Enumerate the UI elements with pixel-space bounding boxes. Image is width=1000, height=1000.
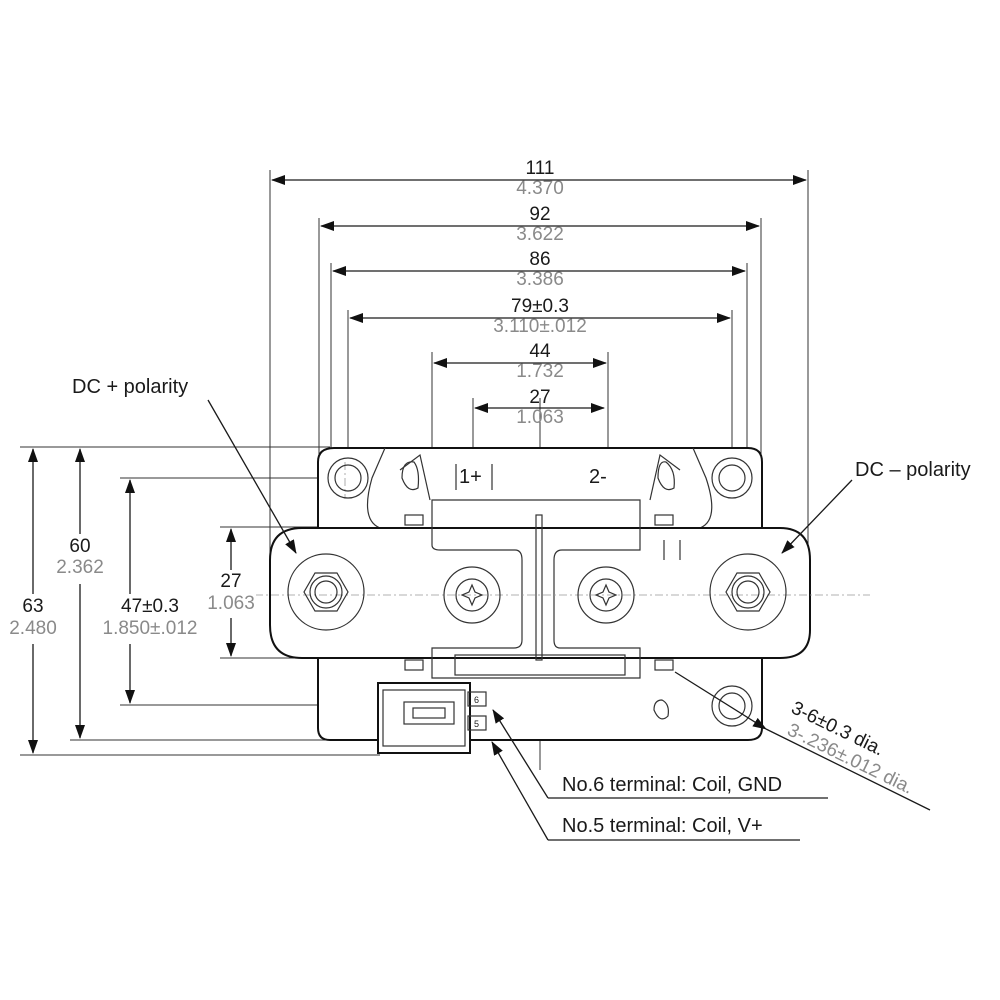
dim-47-mm: 47±0.3 [121, 596, 179, 617]
terminal-minus-marking: 2- [589, 466, 607, 488]
mount-hole-top-right [711, 457, 753, 499]
dc-minus-polarity-label: DC – polarity [855, 459, 971, 481]
horizontal-dimensions [271, 175, 807, 413]
coil-connector-slot [403, 701, 455, 725]
dim-63-mm: 63 [22, 596, 43, 617]
no5-terminal-label: No.5 terminal: Coil, V+ [562, 815, 763, 837]
pin-5-marking: 5 [474, 719, 479, 729]
terminal-stud-plus [287, 553, 365, 631]
dim-79-in: 3.110±.012 [493, 316, 587, 337]
callout-no5-terminal: No.5 terminal: Coil, V+ [491, 741, 800, 841]
callout-dc-plus: DC + polarity [72, 376, 297, 554]
torx-screw-right [577, 566, 635, 624]
torx-screw-left [443, 566, 501, 624]
callout-dc-minus: DC – polarity [781, 459, 971, 554]
callout-no6-terminal: No.6 terminal: Coil, GND [492, 709, 828, 799]
mount-hole-top-left [327, 457, 369, 499]
dim-60-in: 2.362 [56, 557, 104, 578]
dim-63-in: 2.480 [9, 618, 57, 639]
mount-hole-bottom-right [711, 685, 753, 727]
dim-86-in: 3.386 [516, 269, 564, 290]
pin-6-marking: 6 [474, 695, 479, 705]
dim-79-mm: 79±0.3 [511, 296, 569, 317]
horizontal-dimension-text: 111 4.370 92 3.622 86 3.386 79±0.3 3.110… [493, 158, 587, 428]
dim-27v-mm: 27 [220, 571, 241, 592]
dim-27v-in: 1.063 [207, 593, 255, 614]
dim-60-mm: 60 [69, 536, 90, 557]
vertical-dimension-text: 60 2.362 63 2.480 47±0.3 1.850±.012 27 1… [4, 534, 256, 644]
terminal-stud-minus [709, 553, 787, 631]
dim-92-mm: 92 [529, 204, 550, 225]
dim-111-in: 4.370 [516, 178, 564, 199]
terminal-plus-marking: 1+ [459, 466, 482, 488]
relay-body [255, 447, 870, 754]
no6-terminal-label: No.6 terminal: Coil, GND [562, 774, 782, 796]
mounting-holes [327, 457, 753, 727]
dim-92-in: 3.622 [516, 224, 564, 245]
dim-44-in: 1.732 [516, 361, 564, 382]
dim-111-mm: 111 [526, 158, 555, 179]
dim-27-mm: 27 [529, 387, 550, 408]
dim-47-in: 1.850±.012 [103, 618, 198, 639]
dc-plus-polarity-label: DC + polarity [72, 376, 188, 398]
dim-27-in: 1.063 [516, 407, 564, 428]
dim-86-mm: 86 [529, 249, 550, 270]
dim-44-mm: 44 [529, 341, 551, 362]
